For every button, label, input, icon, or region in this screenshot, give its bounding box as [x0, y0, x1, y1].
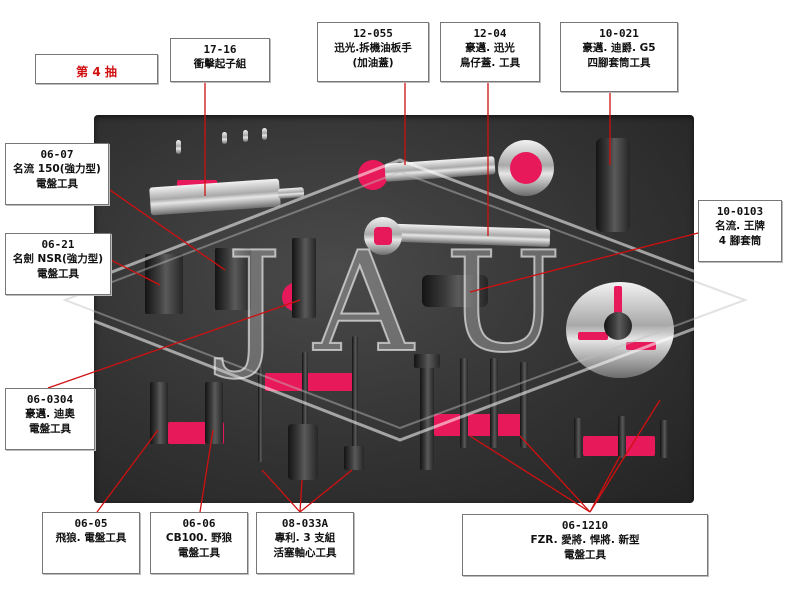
- tool-desc: 豪邁. 迅光: [465, 42, 515, 54]
- tool-label-12-055: 12-055 迅光.拆機油板手 (加油蓋): [317, 22, 429, 82]
- foam-cutout: [265, 373, 357, 391]
- clutch-puller-arm: [614, 286, 622, 314]
- drawer-number-label: 第 4 抽: [35, 54, 158, 84]
- tool-label-06-21: 06-21 名劍 NSR(強力型) 電盤工具: [5, 233, 111, 295]
- tool-desc: 電盤工具: [37, 268, 79, 280]
- tool-desc: 衝擊起子組: [193, 58, 247, 70]
- tool-code: 12-04: [473, 27, 507, 40]
- long-bolt: [490, 358, 498, 448]
- flywheel-puller-06-07: [215, 248, 251, 310]
- tool-code: 06-06: [182, 517, 216, 530]
- long-bolt: [520, 362, 528, 448]
- piston-pin-sleeve: [288, 424, 318, 480]
- tool-code: 06-0304: [26, 393, 74, 406]
- tool-label-06-07: 06-07 名流 150(強力型) 電盤工具: [5, 143, 109, 205]
- tool-code: 10-021: [599, 27, 639, 40]
- clutch-puller-hub: [604, 312, 632, 340]
- tool-desc: 豪邁. 迪爵. G5: [582, 42, 656, 54]
- tool-desc: 4 腳套筒: [718, 235, 762, 247]
- tool-label-06-06: 06-06 CB100. 野狼 電盤工具: [150, 512, 248, 574]
- tool-code: 17-16: [203, 43, 237, 56]
- flywheel-puller-06-0304: [292, 238, 316, 318]
- tool-desc: (加油蓋): [352, 57, 394, 69]
- tool-desc: 電盤工具: [564, 549, 606, 561]
- oil-wrench-ring-hole: [510, 152, 542, 184]
- tool-desc: 活塞軸心工具: [273, 547, 337, 559]
- short-bolt: [660, 420, 668, 458]
- foam-cutout: [434, 414, 524, 436]
- flywheel-puller-06-06: [205, 382, 223, 444]
- tool-desc: 電盤工具: [29, 423, 71, 435]
- long-bolt: [420, 360, 434, 470]
- tool-code: 06-1210: [561, 519, 609, 532]
- tool-desc: 名流 150(強力型): [13, 163, 101, 175]
- small-pin: [222, 132, 227, 144]
- piston-pin-rod: [258, 366, 263, 462]
- tool-desc: 電盤工具: [178, 547, 220, 559]
- four-leg-socket: [596, 138, 630, 232]
- tool-code: 06-05: [74, 517, 108, 530]
- four-leg-socket-small: [422, 275, 488, 307]
- tool-code: 08-033A: [281, 517, 329, 530]
- tool-label-10-0103: 10-0103 名流. 王牌 4 腳套筒: [698, 200, 782, 262]
- tool-desc: 豪邁. 迪奧: [25, 408, 75, 420]
- short-bolt: [574, 418, 582, 458]
- tool-desc: 四腳套筒工具: [587, 57, 651, 69]
- tool-desc: 鳥仔蓋. 工具: [459, 57, 521, 69]
- long-bolt: [460, 358, 468, 448]
- tool-label-17-16: 17-16 衝擊起子組: [170, 38, 270, 82]
- tool-code: 12-055: [353, 27, 393, 40]
- tool-label-12-04: 12-04 豪邁. 迅光 鳥仔蓋. 工具: [440, 22, 540, 82]
- flywheel-puller-06-05: [150, 382, 168, 444]
- tool-desc: FZR. 愛將. 悍將. 新型: [530, 534, 640, 546]
- tool-desc: 迅光.拆機油板手: [334, 42, 412, 54]
- cap-wrench-end-hole: [374, 227, 392, 245]
- flywheel-puller-06-21: [145, 254, 183, 314]
- tool-code: 06-07: [40, 148, 74, 161]
- piston-pin-rod: [302, 352, 308, 432]
- short-bolt: [618, 416, 626, 458]
- tool-code: 06-21: [41, 238, 75, 251]
- tool-desc: 名流. 王牌: [715, 220, 765, 232]
- small-pin: [176, 140, 181, 154]
- clutch-puller-arm: [578, 332, 608, 340]
- tool-label-10-021: 10-021 豪邁. 迪爵. G5 四腳套筒工具: [560, 22, 678, 92]
- small-pin: [262, 128, 267, 140]
- long-bolt-head: [414, 354, 440, 368]
- small-pin: [243, 130, 248, 142]
- foam-cutout: [358, 160, 388, 190]
- tool-desc: 電盤工具: [36, 178, 78, 190]
- tool-code: 10-0103: [716, 205, 764, 218]
- impact-driver-bit: [277, 187, 305, 199]
- piston-pin-nut: [344, 446, 364, 470]
- tool-label-06-05: 06-05 飛狼. 電盤工具: [42, 512, 140, 574]
- tool-desc: 專利. 3 支組: [274, 532, 336, 544]
- tool-label-06-0304: 06-0304 豪邁. 迪奧 電盤工具: [5, 388, 95, 450]
- piston-pin-rod: [352, 336, 358, 450]
- tool-desc: 飛狼. 電盤工具: [55, 532, 127, 544]
- tool-label-08-033A: 08-033A 專利. 3 支組 活塞軸心工具: [256, 512, 354, 574]
- tool-label-06-1210: 06-1210 FZR. 愛將. 悍將. 新型 電盤工具: [462, 514, 708, 576]
- clutch-puller-arm: [626, 342, 656, 350]
- tool-desc: CB100. 野狼: [165, 532, 233, 544]
- tool-desc: 名劍 NSR(強力型): [12, 253, 104, 265]
